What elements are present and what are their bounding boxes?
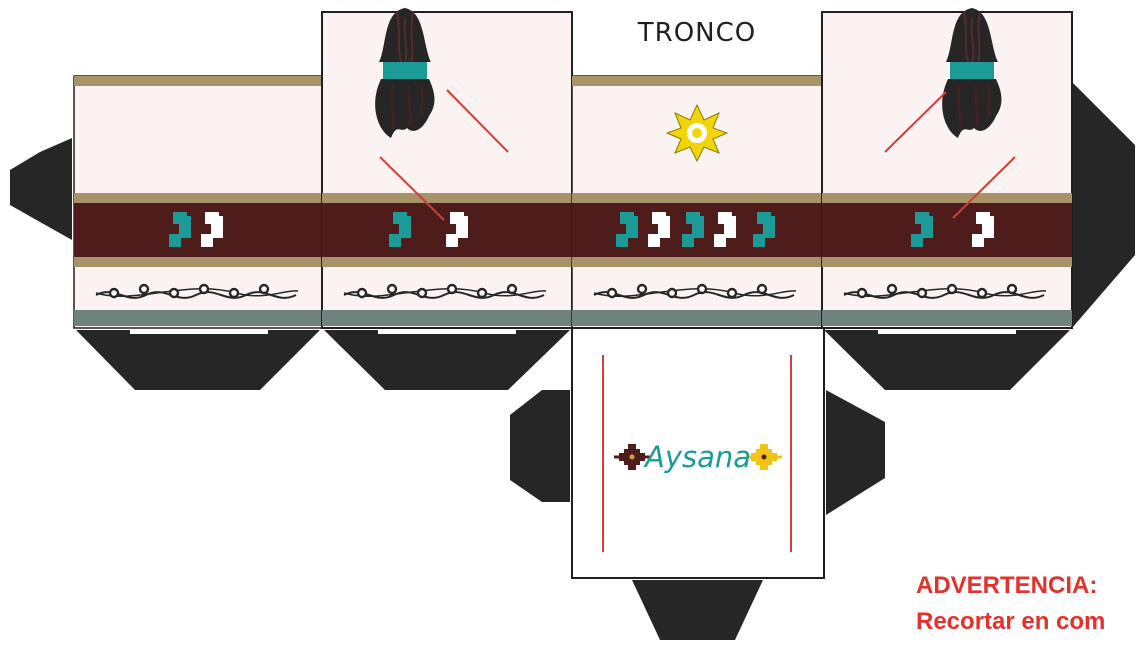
glue-tab-mid-right (826, 390, 885, 515)
glue-tab-right (1072, 82, 1135, 328)
torso-label: TRONCO (637, 18, 757, 48)
glue-tab-bottom-1 (76, 330, 320, 390)
warning-title: ADVERTENCIA: (916, 572, 1098, 599)
cross-icon-maroon (614, 444, 650, 470)
panel-base: Aysana (571, 327, 825, 579)
glue-tab-bottom-center (632, 580, 763, 640)
panel-center-left (321, 7, 573, 329)
glue-tab-bottom-3 (824, 330, 1070, 390)
glue-tab-left (10, 138, 72, 240)
panel-center (571, 75, 823, 329)
glue-tab-bottom-2 (324, 330, 570, 390)
brand-name: Aysana (643, 440, 751, 474)
glue-tab-mid-left (510, 390, 570, 502)
sun-icon (665, 103, 729, 163)
panel-right (821, 7, 1073, 329)
glue-tabs (10, 82, 1135, 640)
warning-text: Recortar en com (916, 608, 1106, 635)
cross-icon-yellow (746, 444, 782, 470)
panel-left (73, 75, 323, 329)
